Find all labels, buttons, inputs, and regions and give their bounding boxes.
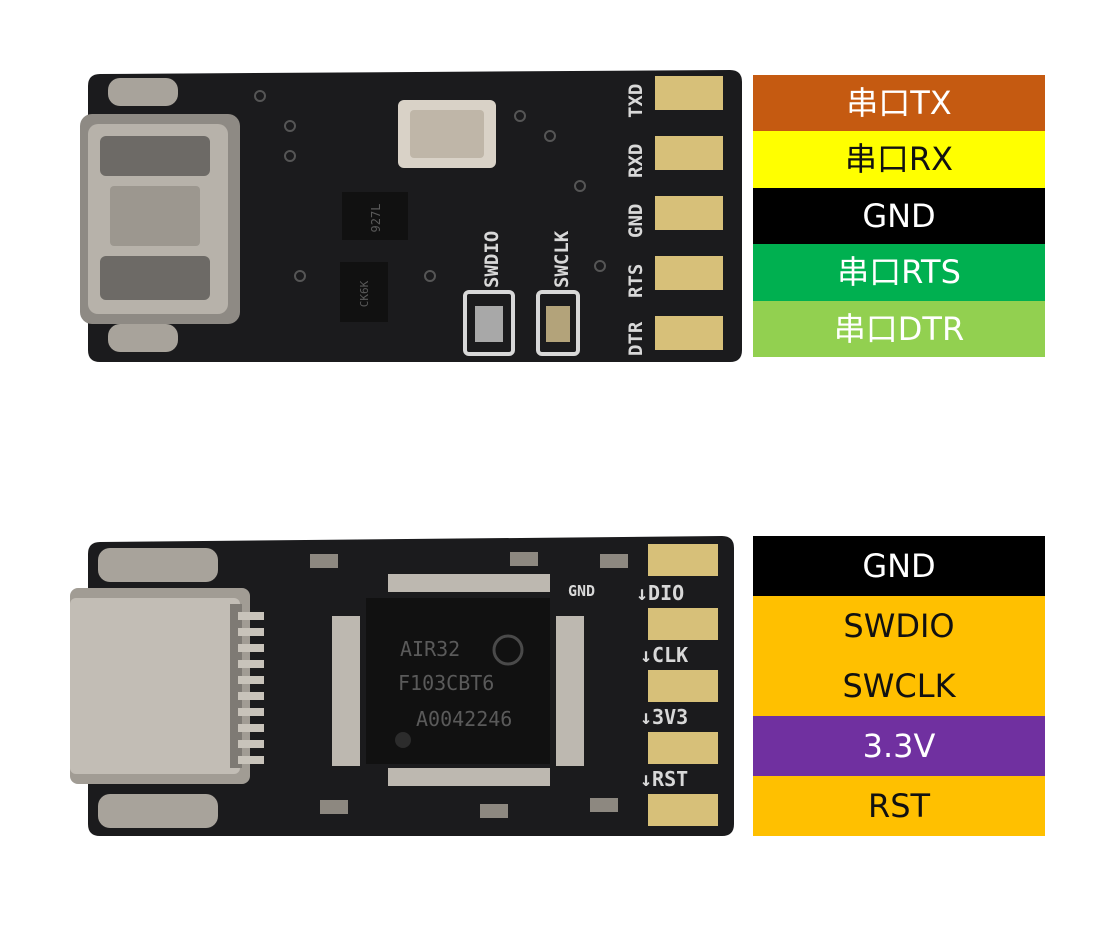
label-uart-rts: 串口RTS bbox=[753, 244, 1045, 301]
chip-line3: A0042246 bbox=[416, 707, 512, 731]
label-gnd: GND bbox=[753, 187, 1045, 245]
top-board-photo: 927L CK6K TXD RXD GND RTS DTR SWDIO SWCL… bbox=[80, 66, 745, 366]
silk-rxd: RXD bbox=[625, 144, 647, 178]
silk-dtr: DTR bbox=[625, 321, 647, 356]
silk-gnd: GND bbox=[625, 204, 647, 238]
chip-line2: F103CBT6 bbox=[398, 671, 494, 695]
silk-txd: TXD bbox=[625, 84, 647, 118]
silk-swclk: SWCLK bbox=[551, 230, 573, 288]
silk-3v3: ↓3V3 bbox=[640, 705, 688, 729]
silk-dio: ↓DIO bbox=[636, 581, 684, 605]
label-uart-dtr: 串口DTR bbox=[753, 300, 1045, 357]
label-swclk: SWCLK bbox=[753, 656, 1045, 716]
label-uart-tx: 串口TX bbox=[753, 75, 1045, 132]
label-3v3: 3.3V bbox=[753, 716, 1045, 776]
chip-a-marking: 927L bbox=[369, 204, 383, 233]
top-pin-legend: 串口TX 串口RX GND 串口RTS 串口DTR bbox=[753, 75, 1045, 357]
silk-rts: RTS bbox=[625, 264, 647, 298]
bottom-pin-legend: GND SWDIO SWCLK 3.3V RST bbox=[753, 536, 1045, 836]
silk-swdio: SWDIO bbox=[481, 231, 503, 288]
chip-b-marking: CK6K bbox=[358, 280, 371, 307]
label-uart-rx: 串口RX bbox=[753, 131, 1045, 188]
label-swdio: SWDIO bbox=[753, 596, 1045, 656]
chip-line1: AIR32 bbox=[400, 637, 460, 661]
silk-gnd-bottom: GND bbox=[568, 582, 595, 600]
silk-clk: ↓CLK bbox=[640, 643, 688, 667]
bottom-board-photo: AIR32 F103CBT6 A0042246 GND ↓DIO ↓CLK ↓3… bbox=[70, 532, 738, 842]
silk-rst: ↓RST bbox=[640, 767, 688, 791]
label-gnd-bottom: GND bbox=[753, 536, 1045, 596]
label-rst: RST bbox=[753, 776, 1045, 836]
